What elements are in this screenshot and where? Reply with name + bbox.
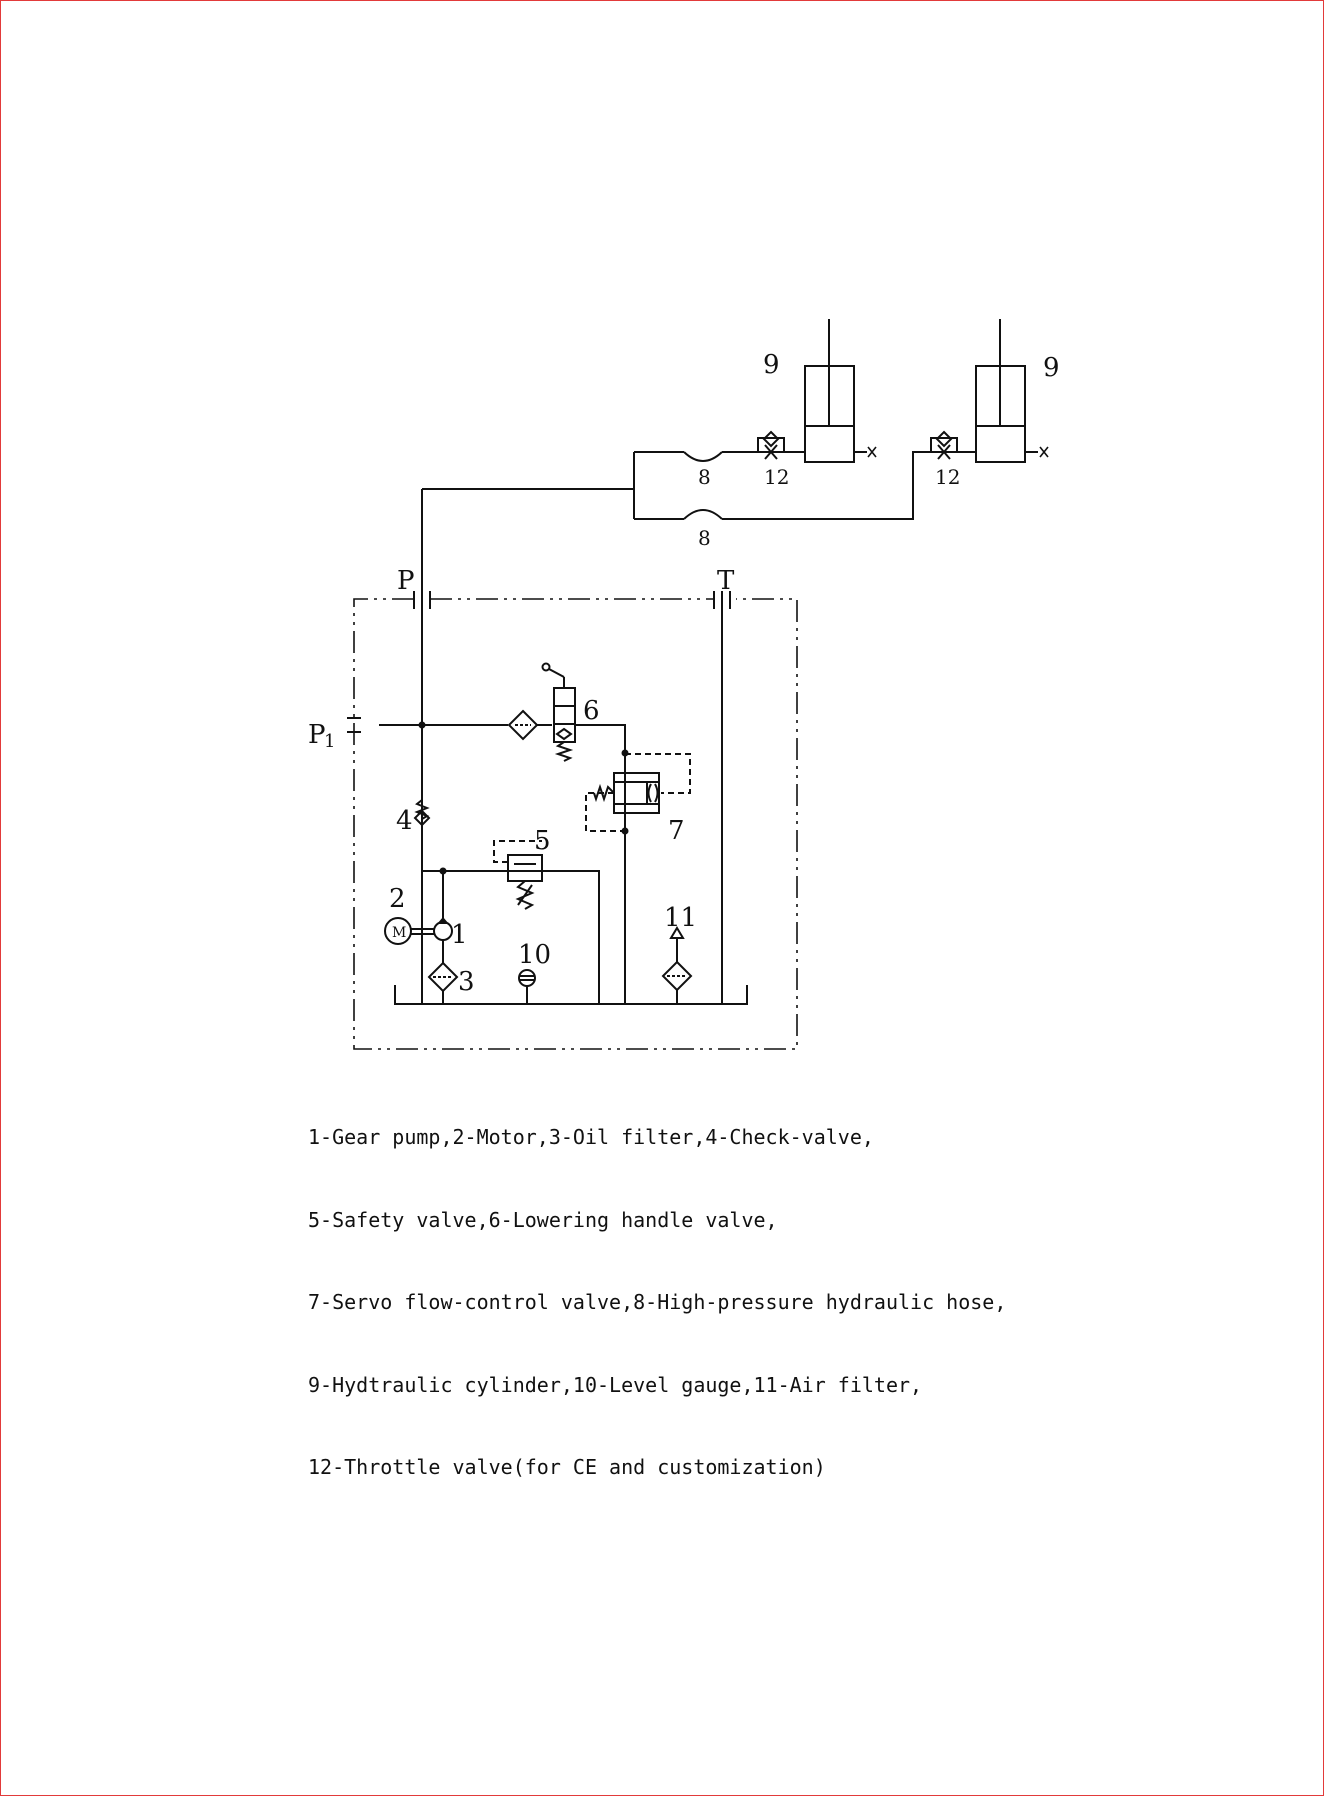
servo-flow-control-valve-7 xyxy=(585,753,691,832)
label-9-b: 9 xyxy=(1043,353,1060,383)
label-7: 7 xyxy=(668,816,685,846)
label-10: 10 xyxy=(518,940,551,970)
power-unit-boundary xyxy=(353,598,798,1050)
legend-line-3: 7-Servo flow-control valve,8-High-pressu… xyxy=(308,1290,1007,1314)
legend-line-4: 9-Hydtraulic cylinder,10-Level gauge,11-… xyxy=(308,1372,923,1397)
hydraulic-cylinder-9-b xyxy=(975,319,1049,463)
label-12-b: 12 xyxy=(935,465,960,489)
hydraulic-cylinder-9-a xyxy=(804,319,877,463)
component-legend: 1-Gear pump,2-Motor,3-Oil filter,4-Check… xyxy=(308,1069,1268,1509)
hose-8-upper xyxy=(634,451,801,462)
filter-p1-line xyxy=(507,709,552,741)
port-p1-label: P xyxy=(308,720,326,750)
safety-valve-5 xyxy=(493,840,543,910)
legend-line-5: 12-Throttle valve(for CE and customizati… xyxy=(308,1455,826,1479)
label-12-a: 12 xyxy=(764,465,789,489)
motor-2 xyxy=(384,917,434,945)
throttle-valve-12-a xyxy=(757,430,805,460)
label-4: 4 xyxy=(396,806,413,836)
air-filter-11 xyxy=(661,926,693,1004)
lowering-handle-valve-6 xyxy=(541,662,626,1004)
legend-line-2: 5-Safety valve,6-Lowering handle valve, xyxy=(308,1207,778,1232)
label-8-b: 8 xyxy=(698,526,711,550)
label-6: 6 xyxy=(583,696,600,726)
hose-8-lower xyxy=(634,451,929,520)
port-p1 xyxy=(347,717,508,733)
junction-dots xyxy=(418,721,629,875)
gear-pump-1 xyxy=(433,871,453,963)
legend-line-1: 1-Gear pump,2-Motor,3-Oil filter,4-Check… xyxy=(308,1125,874,1149)
label-9-a: 9 xyxy=(763,350,780,380)
pump-pressure-line xyxy=(422,870,600,1004)
oil-filter-3 xyxy=(427,961,459,1004)
label-1: 1 xyxy=(451,920,468,950)
motor-symbol: M xyxy=(392,925,406,941)
check-valve-4 xyxy=(413,799,431,827)
label-8-a: 8 xyxy=(698,465,711,489)
throttle-valve-12-b xyxy=(929,430,976,460)
reservoir xyxy=(394,985,748,1005)
label-11: 11 xyxy=(664,903,697,933)
label-3: 3 xyxy=(458,967,475,997)
port-t-label: T xyxy=(717,566,735,596)
port-p xyxy=(413,489,431,1004)
label-2: 2 xyxy=(389,884,406,914)
port-p-label: P xyxy=(397,566,415,596)
port-p1-subscript: 1 xyxy=(324,731,335,752)
port-t xyxy=(713,591,731,1004)
level-gauge-10 xyxy=(518,969,536,1004)
label-5: 5 xyxy=(534,826,551,856)
